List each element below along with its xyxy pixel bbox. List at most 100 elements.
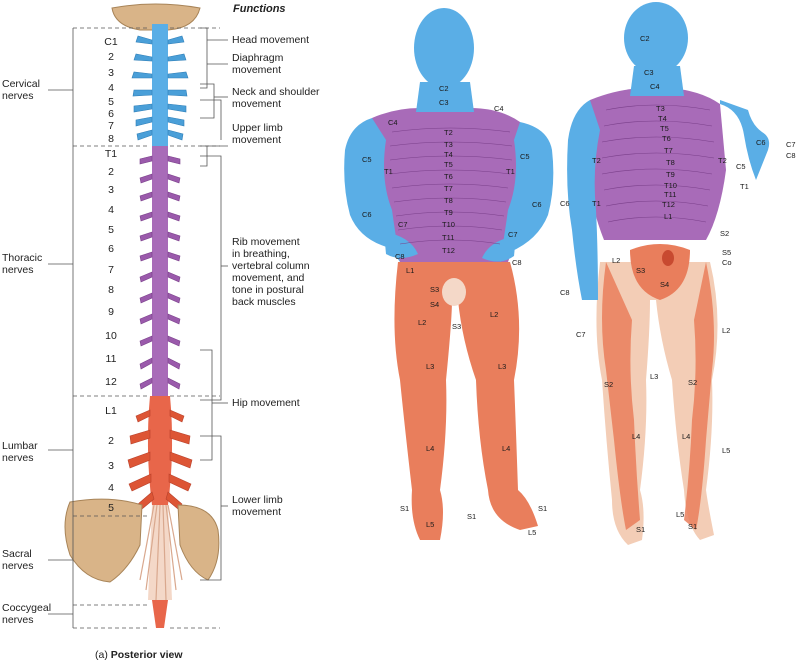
dermatome-label: L4 bbox=[682, 432, 691, 441]
dermatome-label: C3 bbox=[644, 68, 654, 77]
function-label: Neck and shoulder movement bbox=[232, 86, 320, 110]
segment-label: 5 bbox=[108, 502, 114, 514]
figure-caption: (a) Posterior view bbox=[95, 649, 183, 661]
dermatome-label: L3 bbox=[426, 362, 435, 371]
caption-prefix: (a) bbox=[95, 649, 108, 661]
dermatome-label: C3 bbox=[439, 98, 449, 107]
dermatome-label: C8 bbox=[786, 151, 796, 160]
dermatome-label: L4 bbox=[426, 444, 435, 453]
region-brackets bbox=[48, 27, 228, 629]
posterior-body bbox=[567, 2, 770, 545]
function-label: Upper limb movement bbox=[232, 122, 283, 146]
dermatome-label: T8 bbox=[444, 196, 453, 205]
dermatome-label: T1 bbox=[506, 167, 515, 176]
segment-label: 4 bbox=[108, 204, 114, 216]
dermatome-label: S3 bbox=[430, 285, 440, 294]
dermatome-label: L2 bbox=[418, 318, 427, 327]
dermatome-label: T7 bbox=[664, 146, 673, 155]
segment-label: 4 bbox=[108, 482, 114, 494]
region-label-sacral: Sacral nerves bbox=[2, 548, 34, 572]
region-label-cervical: Cervical nerves bbox=[2, 78, 40, 102]
dermatome-label: Co bbox=[722, 258, 732, 267]
sacrum-bone bbox=[64, 498, 143, 583]
dermatome-label: S1 bbox=[400, 504, 410, 513]
dermatome-label: L5 bbox=[528, 528, 537, 537]
dermatome-label: L5 bbox=[676, 510, 685, 519]
dermatome-label: S1 bbox=[538, 504, 548, 513]
dermatome-label: L2 bbox=[612, 256, 621, 265]
caption-text: Posterior view bbox=[110, 649, 183, 661]
coccygeal-cord bbox=[152, 600, 168, 628]
segment-label: 8 bbox=[108, 284, 114, 296]
dermatome-label: C2 bbox=[640, 34, 650, 43]
lumbar-cord bbox=[127, 396, 193, 510]
skull-base bbox=[111, 3, 201, 31]
dermatome-label: L2 bbox=[490, 310, 499, 319]
dermatome-label: T2 bbox=[592, 156, 601, 165]
segment-label: 11 bbox=[105, 353, 117, 365]
dermatome-label: S2 bbox=[604, 380, 614, 389]
dermatome-label: C6 bbox=[560, 199, 570, 208]
dermatome-label: C6 bbox=[756, 138, 766, 147]
segment-label: 3 bbox=[108, 184, 114, 196]
dermatome-label: L1 bbox=[406, 266, 415, 275]
segment-label: 10 bbox=[105, 330, 117, 342]
dermatome-label: L2 bbox=[722, 326, 731, 335]
segment-label: 12 bbox=[105, 376, 117, 388]
segment-label: 3 bbox=[108, 460, 114, 472]
dermatome-label: L5 bbox=[426, 520, 435, 529]
dermatome-label: T3 bbox=[656, 104, 665, 113]
function-label: Head movement bbox=[232, 34, 310, 46]
region-label-thoracic: Thoracic nerves bbox=[2, 252, 43, 276]
dermatome-label: S1 bbox=[688, 522, 698, 531]
dermatome-label: S2 bbox=[720, 229, 730, 238]
cervical-cord bbox=[131, 24, 189, 146]
dermatome-label: L4 bbox=[502, 444, 511, 453]
dermatome-label: T8 bbox=[666, 158, 675, 167]
dermatome-label: C7 bbox=[576, 330, 586, 339]
dermatome-label: T6 bbox=[662, 134, 671, 143]
region-label-coccygeal: Coccygeal nerves bbox=[2, 602, 52, 626]
dermatome-label: S5 bbox=[722, 248, 732, 257]
segment-label: 5 bbox=[108, 224, 114, 236]
dermatome-label: T1 bbox=[384, 167, 393, 176]
functions-title: Functions bbox=[233, 3, 286, 15]
dermatome-label: C4 bbox=[650, 82, 660, 91]
segment-label: L1 bbox=[105, 405, 117, 417]
function-label: Hip movement bbox=[232, 397, 300, 409]
dermatome-label: S4 bbox=[430, 300, 440, 309]
dermatome-label: S1 bbox=[467, 512, 477, 521]
anterior-body bbox=[344, 8, 554, 540]
dermatome-label: S4 bbox=[660, 280, 670, 289]
dermatome-label: C6 bbox=[532, 200, 542, 209]
dermatome-label: T9 bbox=[666, 170, 675, 179]
segment-label: 9 bbox=[108, 306, 114, 318]
dermatome-label: T7 bbox=[444, 184, 453, 193]
dermatome-label: C4 bbox=[494, 104, 504, 113]
segment-label: 4 bbox=[108, 82, 114, 94]
dermatome-label: C8 bbox=[512, 258, 522, 267]
segment-label: T1 bbox=[104, 148, 118, 160]
dermatome-label: C6 bbox=[362, 210, 372, 219]
dermatome-label: S1 bbox=[636, 525, 646, 534]
dermatome-label: L5 bbox=[722, 446, 731, 455]
thoracic-cord bbox=[139, 146, 181, 396]
dermatome-label: T10 bbox=[442, 220, 455, 229]
dermatome-label: T1 bbox=[740, 182, 749, 191]
dermatome-label: T4 bbox=[444, 150, 453, 159]
dermatome-label: T2 bbox=[718, 156, 727, 165]
dermatome-label: T5 bbox=[444, 160, 453, 169]
dermatome-label: T1 bbox=[592, 199, 601, 208]
segment-label: 5 bbox=[108, 96, 114, 108]
segment-label: C1 bbox=[104, 36, 118, 48]
sacral-cord bbox=[139, 504, 183, 601]
dermatome-label: L3 bbox=[650, 372, 659, 381]
dermatome-label: S3 bbox=[452, 322, 462, 331]
dermatome-label: T6 bbox=[444, 172, 453, 181]
dermatome-label: T10 bbox=[664, 181, 677, 190]
dermatome-label: S3 bbox=[636, 266, 646, 275]
dermatome-label: T11 bbox=[442, 233, 455, 242]
dermatome-label: L4 bbox=[632, 432, 641, 441]
dermatome-label: C4 bbox=[388, 118, 398, 127]
